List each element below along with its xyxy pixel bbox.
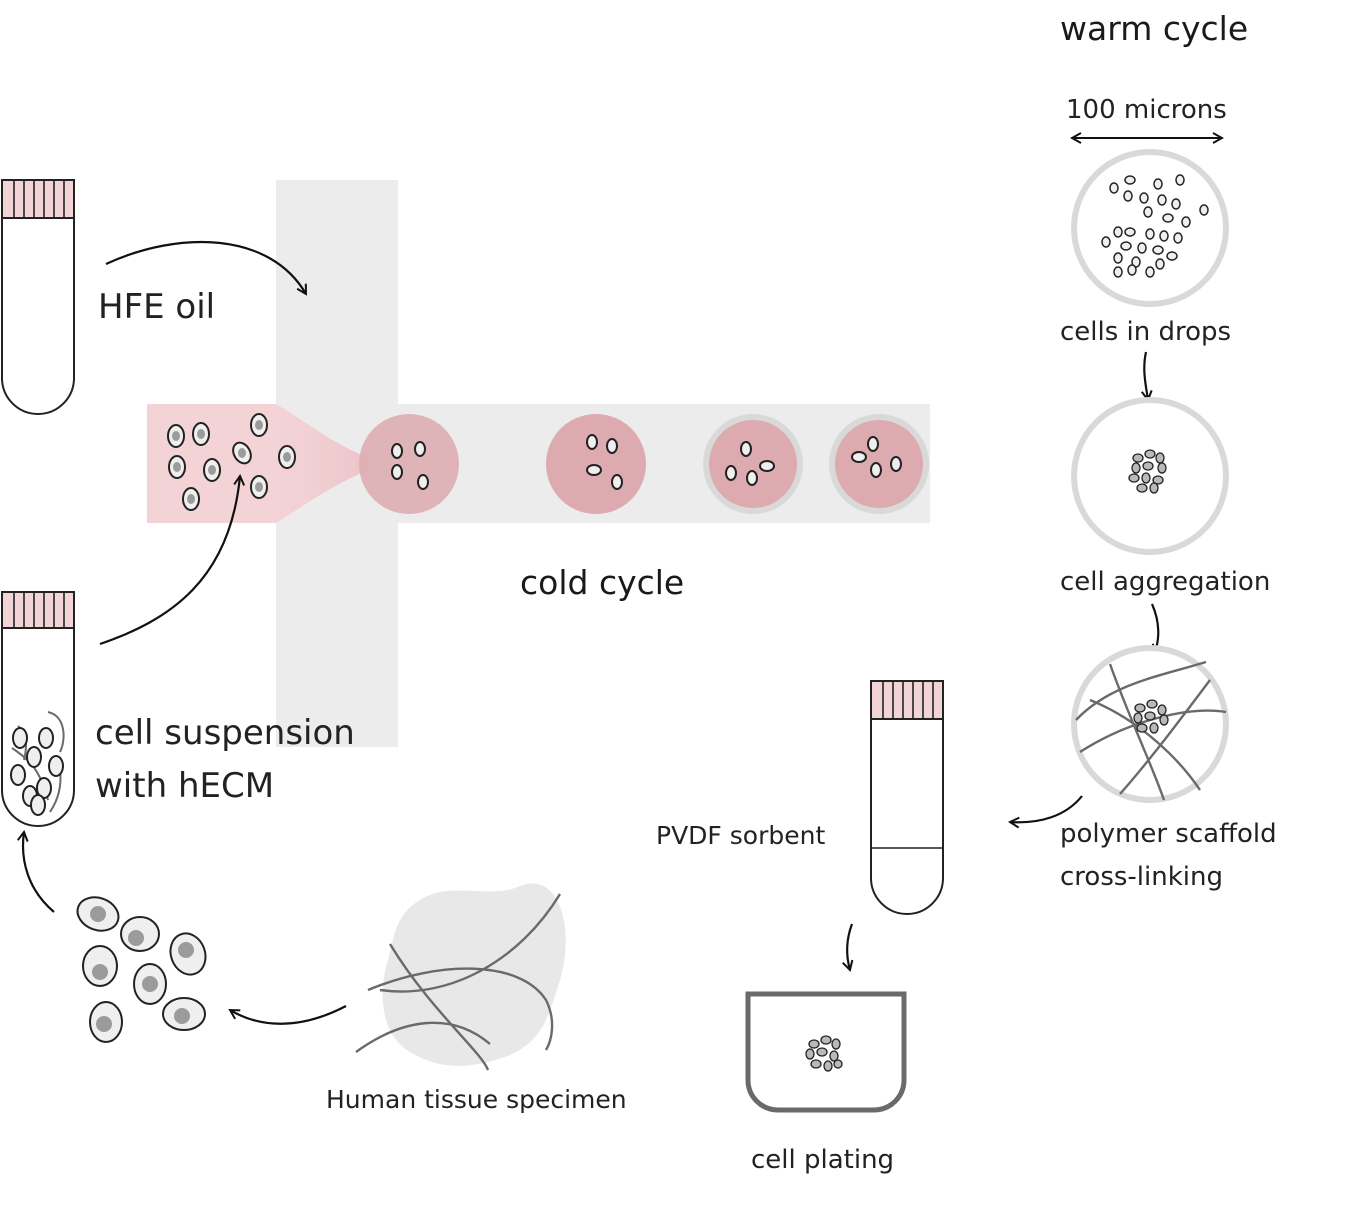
cell [168,455,186,479]
cell [250,413,268,437]
cell [82,945,118,987]
droplet-1 [359,414,459,514]
arrow-tissue-to-cells [230,1005,347,1025]
droplet-2 [546,414,646,514]
arrow-suspension-to-chip [99,476,240,646]
flow-focusing-cone [276,404,368,523]
inlet-cells [167,413,296,511]
cell [89,1001,123,1043]
arrow-pvdf-to-plating [847,923,852,970]
drop-with-aggregate [1071,397,1229,555]
arrow-oil-to-chip [105,240,306,294]
polymer-scaffold-label: polymer scaffold [1060,819,1277,849]
with-hecm-label: with hECM [95,766,274,806]
cell-aggregation-label: cell aggregation [1060,567,1270,597]
culture-well [745,991,907,1113]
scale-bar-label: 100 microns [1066,95,1227,125]
cell [120,916,160,952]
cold-cycle-label: cold cycle [520,563,684,602]
droplet-4 [829,414,929,514]
cell [250,475,268,499]
cell [169,932,207,976]
pvdf-sorbent-label: PVDF sorbent [656,821,825,850]
arrow-drops-to-aggregation [1144,351,1148,400]
cell [167,424,185,448]
cell [192,422,210,446]
cell-plating-label: cell plating [751,1145,894,1175]
cell [203,458,221,482]
human-tissue-label: Human tissue specimen [326,1085,627,1114]
microfluidic-chip [147,180,930,747]
arrow-cells-to-suspension [23,832,55,913]
arrow-scaffold-to-pvdf [1010,795,1083,822]
cell [182,487,200,511]
cell [162,997,206,1031]
droplet-3 [703,414,803,514]
cross-linking-text: cross-linking [1060,862,1223,892]
hfe-oil-tube [0,179,75,415]
hfe-oil-label: HFE oil [98,287,215,327]
warm-cycle-label: warm cycle [1060,9,1248,48]
cell-suspension-tube [0,591,75,827]
cell [133,963,167,1005]
drop-with-cells [1071,149,1229,307]
pvdf-sorbent-tube [870,680,944,915]
cells-in-drops-label: cells in drops [1060,317,1231,347]
cell [76,896,120,932]
cell [232,441,252,465]
drop-with-scaffold [1071,645,1229,803]
human-tissue-specimen [355,883,566,1071]
cell-suspension-label: cell suspension [95,713,355,753]
cell [278,445,296,469]
dissociated-cells [76,896,207,1043]
